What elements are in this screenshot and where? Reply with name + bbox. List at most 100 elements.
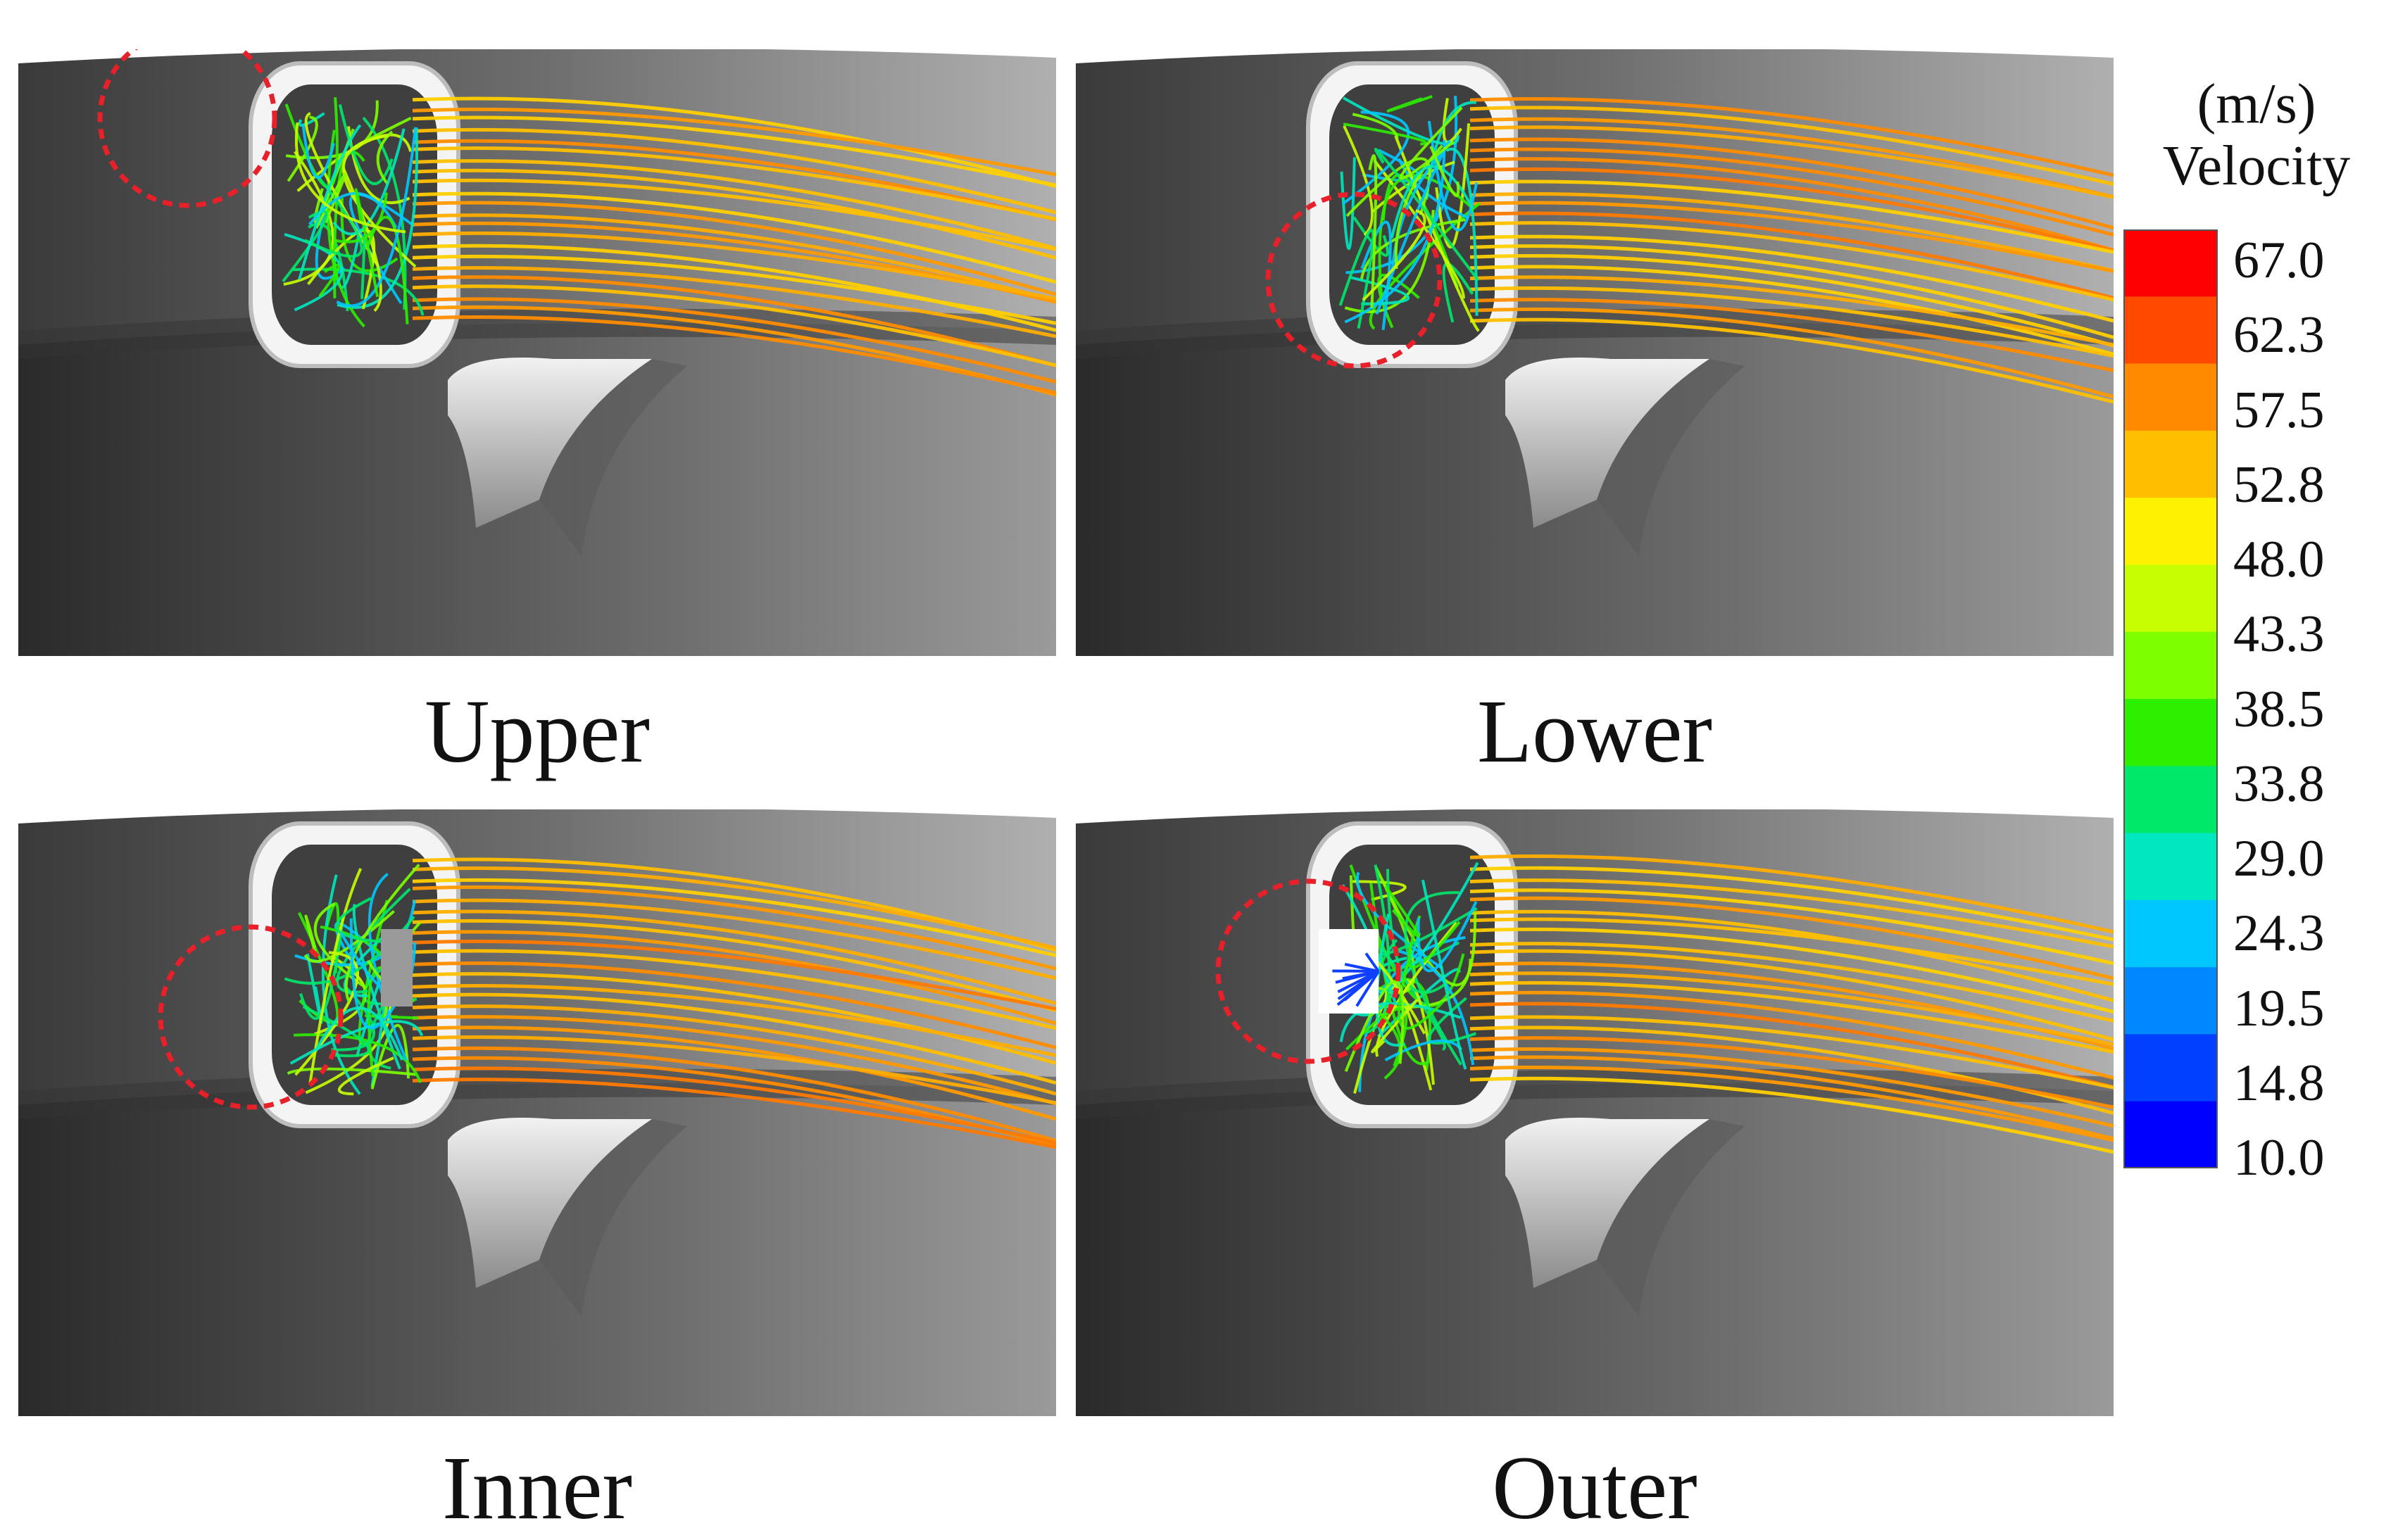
streamline: [412, 1035, 1056, 1105]
streamline: [1469, 1055, 2114, 1141]
streamline: [412, 885, 1056, 971]
cavity-streamline: [1390, 165, 1474, 239]
pylon-shade: [539, 359, 687, 556]
streamline: [1469, 866, 2114, 942]
cavity-streamline: [340, 198, 398, 272]
cavity-streamline: [332, 128, 406, 236]
streamline: [412, 275, 1056, 368]
streamline: [1469, 1065, 2114, 1142]
cavity-streamline: [1368, 154, 1378, 308]
cavity-streamline: [368, 872, 408, 1061]
cavity-streamline: [1384, 885, 1420, 938]
streamline: [1469, 265, 2114, 356]
cavity-streamline: [1427, 120, 1479, 232]
pylon-shade: [1597, 1119, 1745, 1316]
cavity-streamline: [337, 127, 418, 309]
streamline: [412, 1078, 1056, 1149]
streamline: [1469, 201, 2114, 273]
panel-canvas: [18, 809, 1056, 1416]
legend-label: Velocity: [2162, 135, 2351, 197]
streamline: [1469, 949, 2114, 1042]
streamline: [412, 1046, 1056, 1143]
colorbar-band: [2123, 967, 2218, 1035]
colorbar-tick-label: 14.8: [2233, 1054, 2325, 1112]
colorbar-band: [2123, 766, 2218, 834]
cavity-streamline: [1375, 914, 1406, 1047]
streamline: [412, 231, 1056, 301]
streamline: [1469, 179, 2114, 254]
streamline: [1469, 1015, 2114, 1090]
panel-inner: [18, 809, 1056, 1416]
velocity-colorbar: [2123, 229, 2218, 1168]
highlight-circle: [97, 49, 277, 208]
low-velocity-line: [1343, 970, 1380, 1002]
pylon-shade: [539, 1119, 687, 1316]
colorbar-tick-label: 52.8: [2233, 455, 2325, 514]
cavity-streamline: [314, 1006, 403, 1061]
cavity-streamline: [333, 151, 365, 298]
streamline: [412, 146, 1056, 221]
colorbar-tick-label: 19.5: [2233, 979, 2325, 1037]
streamline: [1469, 888, 2114, 966]
cavity-streamline: [1421, 879, 1467, 1070]
cavity-streamline: [307, 229, 376, 310]
cavity-streamline: [304, 175, 363, 258]
streamline: [412, 178, 1056, 251]
streamline: [412, 107, 1056, 177]
cavity-streamline: [1407, 915, 1461, 969]
colorbar-band: [2123, 363, 2218, 431]
cavity-streamline: [1374, 959, 1472, 1009]
streamline: [412, 1066, 1056, 1145]
streamline: [1469, 106, 2114, 187]
streamline: [412, 115, 1056, 187]
streamline: [412, 919, 1056, 1013]
streamline: [1469, 96, 2114, 177]
streamline: [412, 878, 1056, 957]
colorbar-band: [2123, 498, 2218, 566]
colorbar-band: [2123, 229, 2218, 298]
streamline: [412, 898, 1056, 980]
streamline: [412, 297, 1056, 384]
cavity-streamline: [338, 1056, 394, 1096]
streamline: [1469, 1036, 2114, 1109]
streamline: [1469, 317, 2114, 404]
streamline: [1469, 137, 2114, 230]
colorbar-band: [2123, 1034, 2218, 1102]
cavity-streamline: [336, 127, 418, 308]
streamline: [1469, 286, 2114, 358]
panel-upper: [18, 49, 1056, 656]
pylon: [448, 358, 652, 528]
streamline: [412, 284, 1056, 367]
streamline: [1469, 147, 2114, 237]
legend-unit: (m/s): [2197, 73, 2316, 135]
cavity-streamline: [1429, 146, 1460, 198]
streamline: [412, 939, 1056, 1011]
cavity-streamline: [1442, 98, 1462, 144]
streamline: [412, 949, 1056, 1030]
cavity-streamline: [318, 263, 340, 298]
streamline: [412, 139, 1056, 222]
caption-upper: Upper: [425, 681, 650, 781]
cavity-streamline: [1362, 209, 1426, 301]
cavity-streamline: [1352, 113, 1399, 139]
streamline: [1469, 1002, 2114, 1090]
streamline: [412, 961, 1056, 1049]
colorbar-tick-label: 67.0: [2233, 232, 2325, 289]
streamline: [412, 866, 1056, 950]
streamline: [412, 992, 1056, 1085]
cavity-streamline: [344, 864, 420, 1003]
cavity-streamline: [334, 192, 388, 244]
cavity-streamline: [354, 188, 379, 298]
cavity-streamline: [298, 124, 362, 280]
panel-canvas: [18, 49, 1056, 656]
streamline: [412, 1056, 1056, 1149]
streamline: [1469, 192, 2114, 273]
cavity-streamline: [294, 122, 406, 234]
cavity-streamline: [331, 987, 376, 1052]
colorbar-border: [2123, 229, 2218, 1168]
cavity-streamline: [349, 918, 404, 1030]
streamline: [412, 909, 1056, 1006]
colorbar-band: [2123, 699, 2218, 767]
pylon-shade: [1597, 359, 1745, 556]
colorbar-tick-label: 62.3: [2233, 306, 2325, 365]
